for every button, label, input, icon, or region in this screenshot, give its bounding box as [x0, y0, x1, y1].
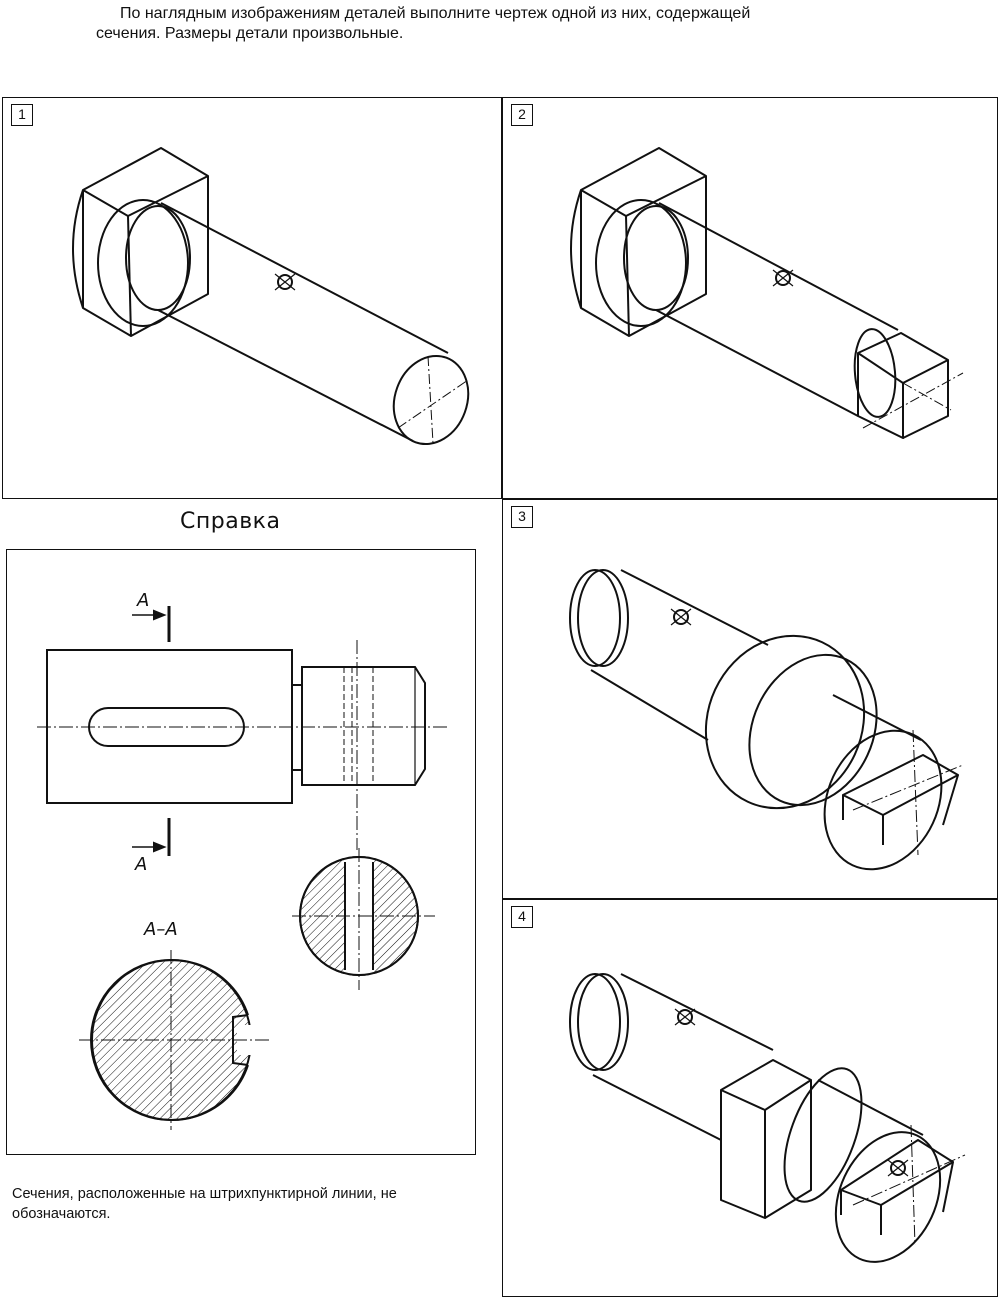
panel-1-number: 1: [11, 104, 33, 126]
bolt-hex-head-drawing: [72, 147, 470, 446]
panel-2-number: 2: [511, 104, 533, 126]
panel-3: 3: [502, 499, 998, 899]
cut-label-top: A: [136, 590, 149, 611]
bolt-square-end-drawing: [570, 147, 964, 439]
reference-labels: A A A–A: [134, 590, 178, 940]
panel-1: 1: [2, 97, 502, 499]
shaft-with-square-collar-drawing: [569, 973, 966, 1263]
shaft-with-flat-drawing: [569, 569, 964, 871]
reference-box: A A A–A: [6, 549, 476, 1155]
task-line-2: сечения. Размеры детали произвольные.: [96, 25, 404, 42]
panel-4-number: 4: [511, 906, 533, 928]
reference-title: Справка: [180, 509, 281, 534]
task-text: По наглядным изображениям деталей выполн…: [96, 4, 926, 44]
panel-4: 4: [502, 899, 998, 1297]
note-line-2: обозначаются.: [12, 1206, 111, 1222]
note-text: Сечения, расположенные на штрихпунктирно…: [12, 1184, 482, 1224]
section-label: A–A: [143, 919, 178, 940]
note-line-1: Сечения, расположенные на штрихпунктирно…: [12, 1186, 397, 1202]
panel-2: 2: [502, 97, 998, 499]
reference-drawing: [37, 606, 447, 1130]
panel-3-number: 3: [511, 506, 533, 528]
task-line-1: По наглядным изображениям деталей выполн…: [120, 5, 751, 22]
cut-label-bottom: A: [134, 854, 147, 875]
